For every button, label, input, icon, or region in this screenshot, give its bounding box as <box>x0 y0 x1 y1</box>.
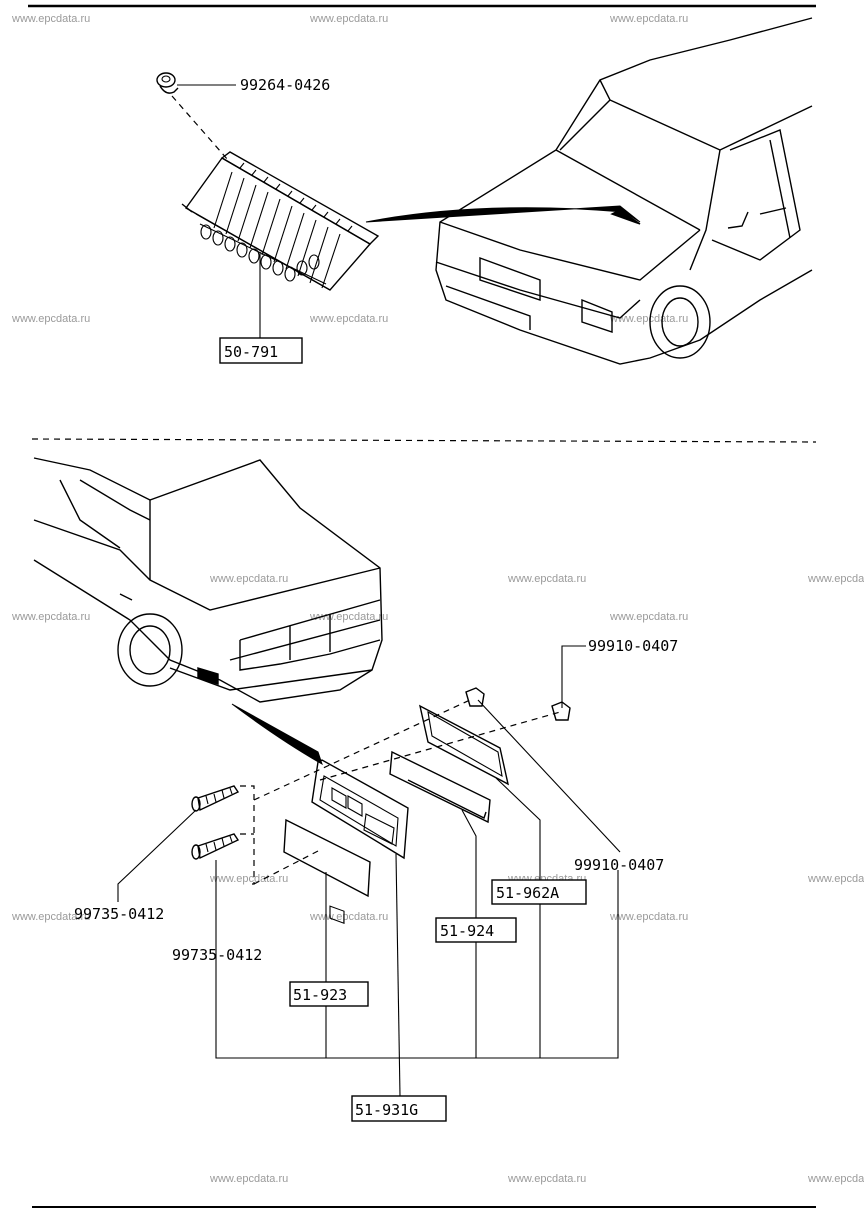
svg-text:www.epcdata.ru: www.epcdata.ru <box>209 573 288 585</box>
screw-upper-part-number: 99735-0412 <box>74 905 164 923</box>
lens-outer-label-box <box>289 981 369 1007</box>
clip-icon <box>156 72 179 94</box>
svg-text:www.epcdata.ru: www.epcdata.ru <box>309 313 388 325</box>
lens-inner-part-number: 51-924 <box>440 922 494 940</box>
svg-text:www.epcdata.ru: www.epcdata.ru <box>11 611 90 623</box>
svg-text:www.epcdata.ru: www.epcdata.ru <box>609 611 688 623</box>
screw-upper-icon <box>191 785 240 812</box>
svg-text:www.epcdata.ru: www.epcdata.ru <box>807 873 864 885</box>
lamp-assembly-part-number: 51-931G <box>355 1101 418 1119</box>
clip-lower-part-number: 99910-0407 <box>574 856 664 874</box>
clip-lower-icon <box>465 687 485 707</box>
lens-outer-part-number: 51-923 <box>293 986 347 1004</box>
clip-dashed-guide <box>171 95 229 161</box>
lens-outer-icon <box>283 818 371 898</box>
svg-text:www.epcdata.ru: www.epcdata.ru <box>309 911 388 923</box>
gasket-part-number: 51-962A <box>496 884 559 902</box>
grille-pointer <box>365 205 641 223</box>
lens-inner-icon <box>389 750 491 824</box>
grille-label-box <box>219 337 303 364</box>
leader-lines <box>117 645 621 1097</box>
svg-text:www.epcdata.ru: www.epcdata.ru <box>609 313 688 325</box>
front-car-icon <box>435 17 813 365</box>
lamp-assembly-icon <box>311 759 409 924</box>
svg-text:www.epcdata.ru: www.epcdata.ru <box>209 873 288 885</box>
section-divider <box>31 438 817 443</box>
lens-inner-label-box <box>435 917 517 943</box>
svg-text:www.epcdata.ru: www.epcdata.ru <box>11 911 90 923</box>
gasket-icon <box>418 704 510 786</box>
svg-text:www.epcdata.ru: www.epcdata.ru <box>11 313 90 325</box>
lamp-assembly-label-box <box>351 1095 447 1122</box>
svg-text:www.epcdata.ru: www.epcdata.ru <box>11 13 90 25</box>
svg-text:www.epcdata.ru: www.epcdata.ru <box>807 573 864 585</box>
grille-icon <box>181 151 380 291</box>
svg-text:www.epcdata.ru: www.epcdata.ru <box>507 573 586 585</box>
svg-text:www.epcdata.ru: www.epcdata.ru <box>609 13 688 25</box>
clip-upper-part-number: 99910-0407 <box>588 637 678 655</box>
lamp-pointer <box>231 703 323 766</box>
clip-part-number: 99264-0426 <box>240 76 330 94</box>
rear-car-icon <box>33 457 383 703</box>
gasket-label-box <box>491 879 587 905</box>
clip-upper-icon <box>551 701 571 721</box>
assembly-guides <box>240 699 561 885</box>
svg-text:www.epcdata.ru: www.epcdata.ru <box>609 911 688 923</box>
screw-lower-part-number: 99735-0412 <box>172 946 262 964</box>
svg-text:www.epcdata.ru: www.epcdata.ru <box>807 1173 864 1185</box>
svg-text:www.epcdata.ru: www.epcdata.ru <box>309 13 388 25</box>
watermarks: www.epcdata.ru www.epcdata.ru www.epcdat… <box>11 13 864 1185</box>
svg-text:www.epcdata.ru: www.epcdata.ru <box>507 1173 586 1185</box>
screw-lower-icon <box>191 833 240 860</box>
grille-part-number: 50-791 <box>224 343 278 361</box>
svg-text:www.epcdata.ru: www.epcdata.ru <box>209 1173 288 1185</box>
